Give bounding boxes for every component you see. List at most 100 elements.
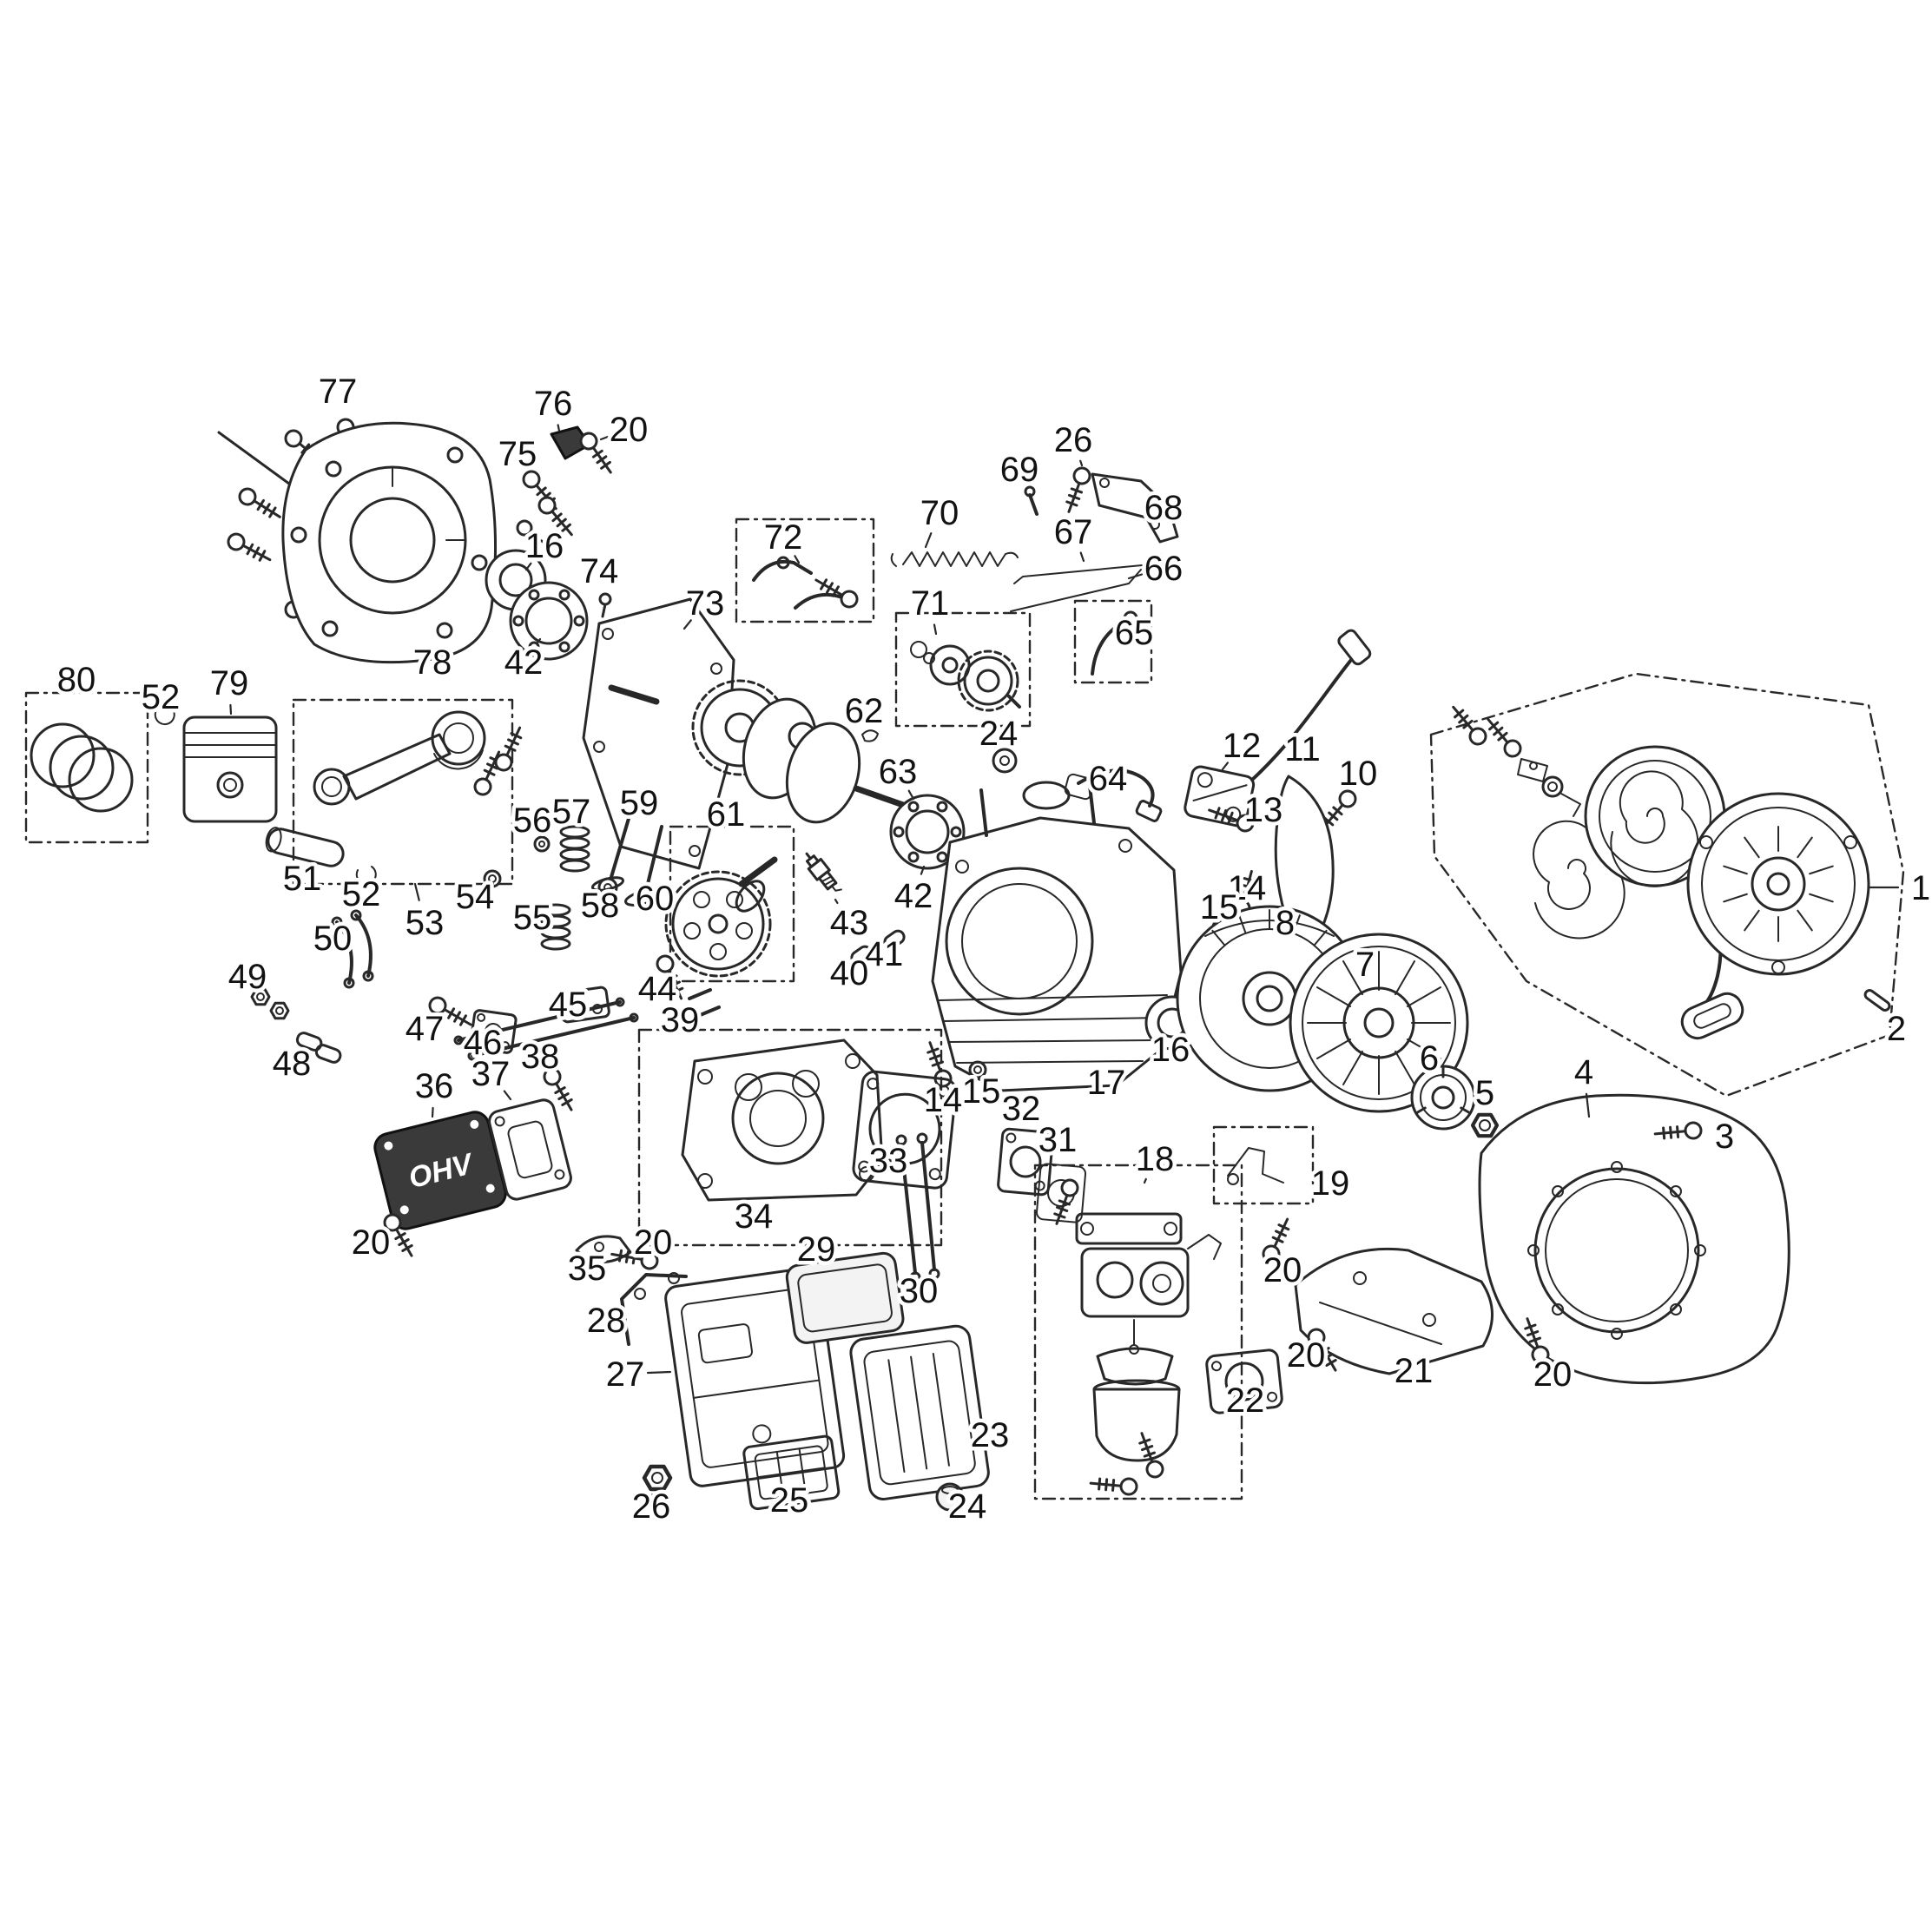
- cap-knob: [935, 1482, 965, 1512]
- throttle-rod: [1013, 553, 1161, 584]
- air-filter-element: [785, 1251, 905, 1344]
- part-label-75: 75: [498, 435, 537, 473]
- part-label-15: 15: [1200, 888, 1239, 926]
- governor-gear-set: [894, 611, 1032, 728]
- starter-cup: [1410, 1065, 1476, 1131]
- recoil-spring-spiral: [1533, 820, 1625, 940]
- crankcase-gasket: [582, 597, 735, 870]
- ball-bearing: [889, 794, 966, 870]
- rocker-arms: [331, 909, 374, 989]
- leader-line-12: [1221, 762, 1230, 771]
- part-label-24: 24: [948, 1487, 987, 1526]
- part-label-58: 58: [581, 887, 620, 925]
- push-rods: [895, 1132, 940, 1283]
- screw-icon: [491, 722, 529, 775]
- governor-spring: [890, 551, 1019, 567]
- leader-line-4: [1585, 1092, 1591, 1118]
- wing-nut: [644, 1467, 670, 1504]
- screw-icon: [1059, 464, 1094, 516]
- leader-stroke: [217, 431, 304, 495]
- part-label-24: 24: [979, 715, 1019, 753]
- spark-plug: [805, 852, 842, 892]
- screw-icon: [1480, 713, 1526, 762]
- flywheel-nut: [1473, 1115, 1497, 1136]
- leader-line-36: [431, 1106, 434, 1118]
- part-label-31: 31: [1039, 1121, 1078, 1159]
- part-label-52: 52: [342, 875, 381, 913]
- leader-line-42: [536, 637, 542, 645]
- part-label-2: 2: [1887, 1010, 1906, 1048]
- part-label-60: 60: [636, 880, 675, 918]
- part-label-15: 15: [962, 1072, 1001, 1111]
- air-cleaner-bracket: [620, 1272, 688, 1346]
- filter-grille: [742, 1434, 841, 1511]
- part-label-63: 63: [879, 753, 918, 791]
- part-label-14: 14: [1228, 869, 1267, 907]
- blower-housing: [1478, 1093, 1790, 1385]
- part-label-59: 59: [620, 784, 659, 822]
- part-label-13: 13: [1244, 791, 1283, 829]
- control-bracket: [1059, 464, 1179, 544]
- crankcase-cover: [281, 421, 498, 664]
- part-label-65: 65: [1115, 614, 1154, 652]
- part-label-34: 34: [735, 1197, 774, 1236]
- part-label-61: 61: [707, 795, 746, 834]
- part-label-33: 33: [869, 1142, 908, 1180]
- part-label-80: 80: [57, 661, 96, 699]
- choke-bracket: [1212, 1125, 1315, 1205]
- part-label-6: 6: [1420, 1039, 1439, 1078]
- retainer-clip: [154, 706, 175, 725]
- part-label-32: 32: [1002, 1090, 1041, 1128]
- screw-icon: [1446, 701, 1491, 749]
- connecting-rod: [292, 698, 529, 886]
- part-label-3: 3: [1715, 1118, 1734, 1156]
- part-label-8: 8: [1276, 904, 1295, 942]
- part-label-41: 41: [865, 935, 904, 973]
- part-label-12: 12: [1223, 727, 1262, 765]
- part-label-48: 48: [273, 1045, 312, 1083]
- screw-icon: [1088, 1474, 1139, 1497]
- dowel-pin: [883, 929, 906, 950]
- part-label-47: 47: [406, 1010, 445, 1048]
- mount-and-bolts-75-76: [516, 425, 619, 556]
- leader-line-53: [413, 882, 420, 901]
- screw-icon: [810, 571, 861, 611]
- studs: [688, 988, 721, 1018]
- part-label-37: 37: [471, 1055, 511, 1093]
- part-label-51: 51: [283, 860, 322, 898]
- tappet-cover: [575, 1235, 632, 1264]
- part-label-20: 20: [1287, 1336, 1326, 1375]
- part-label-16: 16: [1151, 1031, 1190, 1069]
- part-label-44: 44: [638, 970, 677, 1008]
- part-label-20: 20: [1533, 1355, 1573, 1394]
- push-rod-guide-and-rods: [453, 986, 639, 1061]
- part-label-56: 56: [513, 801, 552, 840]
- cylinder-head-group: [637, 1028, 958, 1247]
- leader-line-37: [503, 1090, 512, 1101]
- rocker-arm-set: [735, 518, 875, 623]
- part-label-17: 17: [1087, 1064, 1126, 1102]
- part-label-66: 66: [1144, 550, 1184, 588]
- part-label-22: 22: [1226, 1381, 1265, 1420]
- part-label-67: 67: [1054, 513, 1093, 551]
- leader-line-20: [599, 436, 609, 441]
- leader-line-76: [557, 424, 561, 432]
- leader-line-18: [1143, 1177, 1147, 1184]
- part-label-69: 69: [1000, 451, 1039, 489]
- part-label-73: 73: [686, 584, 725, 623]
- choke-rod: [1010, 569, 1142, 612]
- leader-line-63: [907, 789, 915, 801]
- part-label-70: 70: [920, 494, 959, 532]
- spark-plug-cap: [1337, 629, 1372, 666]
- screw-icon: [1047, 1176, 1082, 1228]
- part-label-4: 4: [1574, 1053, 1593, 1091]
- part-label-19: 19: [1311, 1164, 1350, 1203]
- part-label-29: 29: [797, 1230, 836, 1269]
- part-label-76: 76: [534, 385, 573, 423]
- governor-lever: [1073, 599, 1153, 684]
- part-label-26: 26: [632, 1487, 671, 1526]
- cooling-fan: [1289, 933, 1469, 1113]
- dowel-pin: [850, 945, 873, 966]
- leader-line-16: [524, 562, 532, 571]
